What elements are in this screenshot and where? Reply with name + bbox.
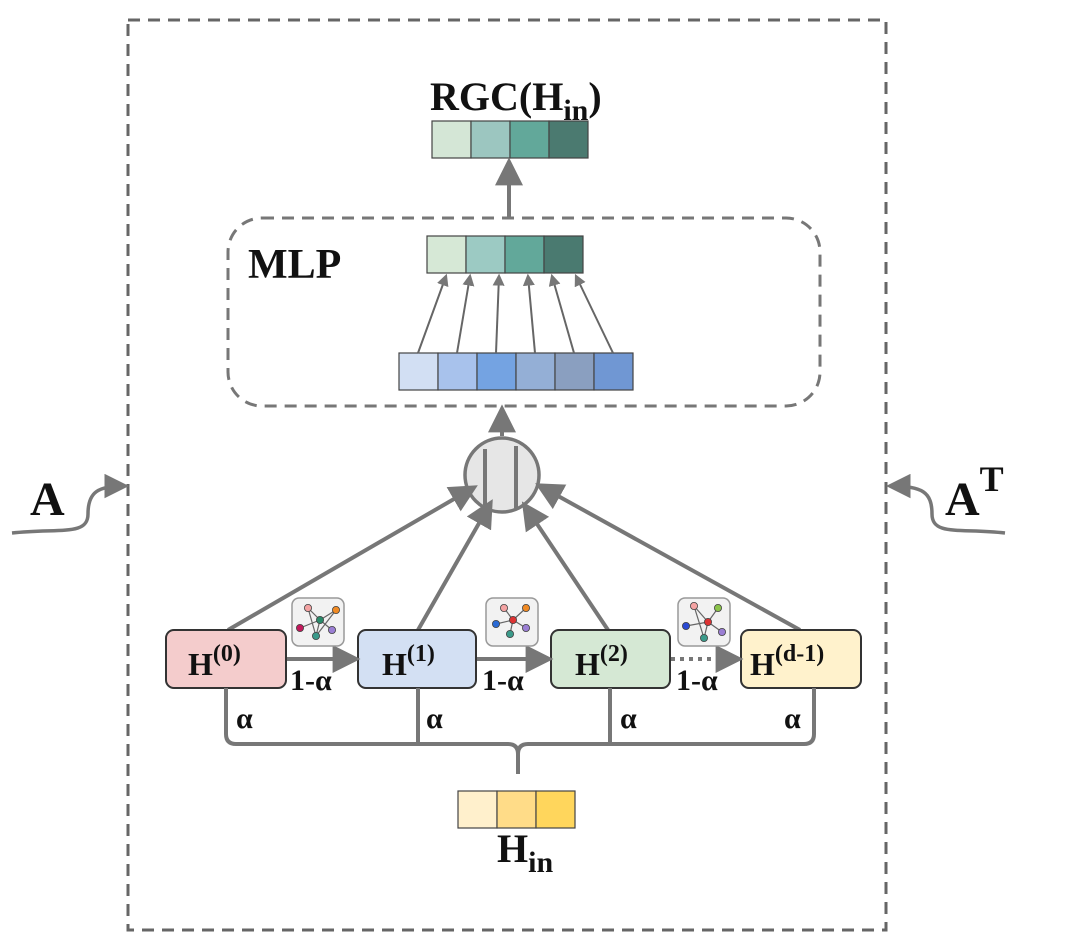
mlp-input-cell-4 (554, 352, 595, 391)
mlp-connection-5 (574, 273, 614, 354)
svg-text:H(0): H(0) (188, 641, 241, 682)
hop1-to-combiner-arrow (416, 499, 493, 631)
hop-1-sup: (1) (407, 641, 435, 667)
mlp-connections (417, 273, 614, 354)
output-cell-1 (470, 120, 511, 159)
mlp-connection-3 (522, 273, 536, 354)
adjacency-arrow-right (886, 473, 1006, 535)
hop-3-base: H (750, 646, 775, 682)
svg-text:H(d-1): H(d-1) (750, 641, 824, 682)
input-cell-1 (496, 790, 537, 829)
graph-icon-2 (677, 597, 731, 647)
hop-box-3: H(d-1) (740, 629, 862, 689)
adjacency-label-left: A (30, 473, 65, 526)
mlp-output-cell-2 (504, 235, 545, 274)
one-minus-alpha-label-2: 1-α (482, 664, 524, 697)
input-label: Hin (497, 826, 553, 879)
mlp-input-vector (398, 352, 634, 391)
mlp-input-cell-3 (515, 352, 556, 391)
hop-0-base: H (188, 646, 213, 682)
hop-box-1: H(1) (357, 629, 477, 689)
hop-1-base: H (382, 646, 407, 682)
mlp-output-cell-0 (426, 235, 467, 274)
hop0-to-combiner-arrow (226, 485, 478, 632)
hop-3-sup: (d-1) (775, 641, 824, 667)
mlp-connection-4 (548, 273, 575, 354)
input-cell-0 (457, 790, 498, 829)
mlp-connection-2 (492, 273, 505, 354)
hop-2-sup: (2) (600, 641, 628, 667)
mlp-output-vector (426, 235, 584, 274)
mlp-connection-0 (417, 273, 449, 354)
graph-icon-0 (291, 597, 345, 647)
output-title: RGC(Hin) (430, 74, 602, 127)
alpha-connectors (224, 688, 816, 774)
hop-box-0: H(0) (165, 629, 287, 689)
mlp-input-cell-0 (398, 352, 439, 391)
graph-icon-1 (485, 597, 539, 647)
svg-text:H(2): H(2) (575, 641, 628, 682)
mlp-output-cell-1 (465, 235, 506, 274)
mlp-label: MLP (248, 242, 341, 288)
output-cell-3 (548, 120, 589, 159)
input-vector (457, 790, 576, 829)
hopd-to-combiner-arrow (535, 483, 801, 632)
output-cell-2 (509, 120, 550, 159)
mlp-input-cell-5 (593, 352, 634, 391)
mlp-input-cell-1 (437, 352, 478, 391)
alpha-label-2: α (620, 702, 637, 735)
hop-box-2: H(2) (550, 629, 671, 689)
hop2-to-combiner-arrow (521, 501, 610, 632)
adjacency-arrow-left (11, 473, 129, 535)
adjacency-label-right: AT (945, 459, 1004, 526)
one-minus-alpha-label-3: 1-α (676, 664, 718, 697)
alpha-label-3: α (784, 702, 801, 735)
mlp-output-cell-3 (543, 235, 584, 274)
hop-0-sup: (0) (213, 641, 241, 667)
hop-2-base: H (575, 646, 600, 682)
input-cell-2 (535, 790, 576, 829)
alpha-label-1: α (426, 702, 443, 735)
one-minus-alpha-label-1: 1-α (290, 664, 332, 697)
mlp-connection-1 (456, 273, 475, 354)
svg-text:H(1): H(1) (382, 641, 435, 682)
output-vector (431, 120, 589, 159)
alpha-label-0: α (236, 702, 253, 735)
output-cell-0 (431, 120, 472, 159)
mlp-box (226, 216, 822, 408)
combiner-node (463, 436, 541, 514)
mlp-input-cell-2 (476, 352, 517, 391)
